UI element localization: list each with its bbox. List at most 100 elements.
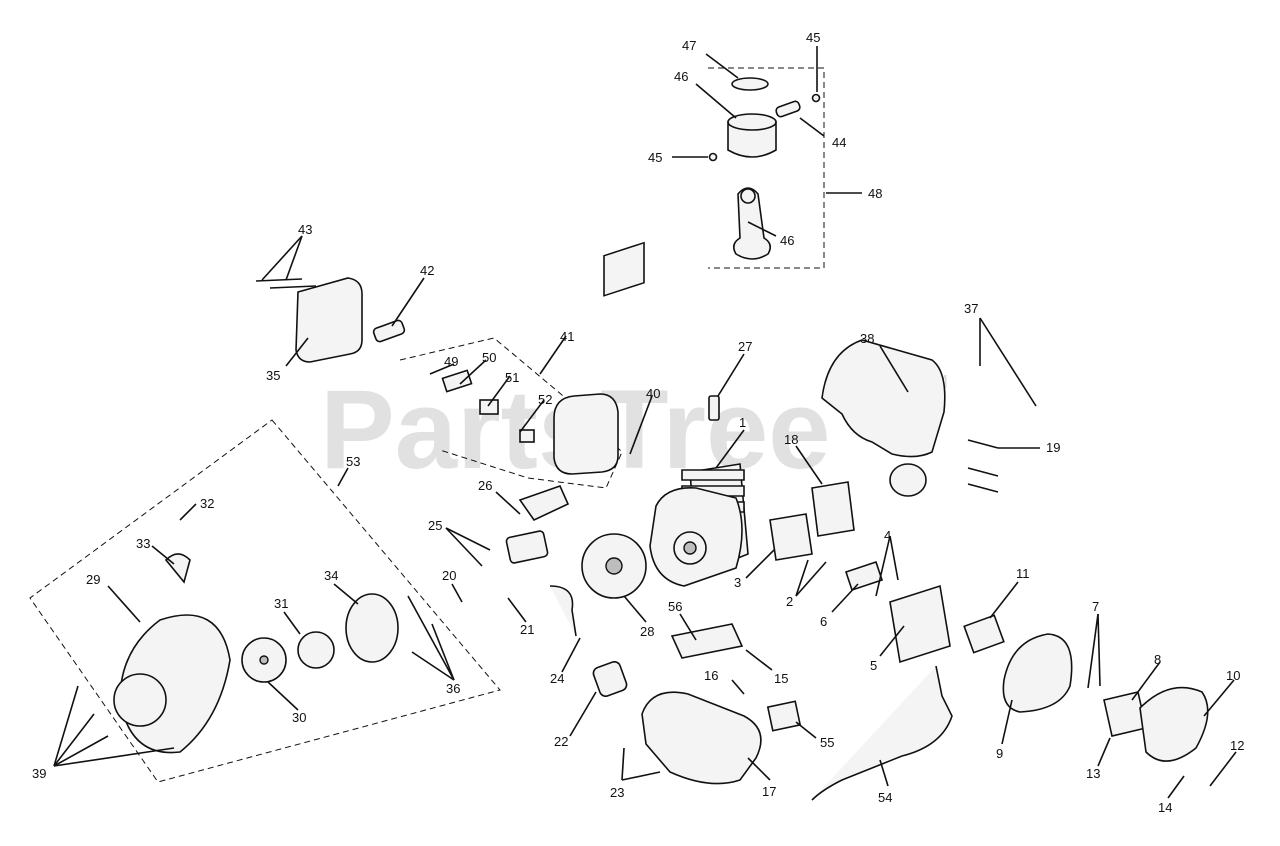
callout-5: 5	[870, 658, 877, 673]
leader-7b	[1097, 613, 1101, 687]
callout-41: 41	[560, 329, 574, 344]
leader-57	[679, 613, 697, 641]
leader-50	[429, 363, 455, 375]
leader-5	[879, 625, 905, 657]
leader-28	[623, 595, 647, 623]
callout-18: 18	[784, 432, 798, 447]
callout-37: 37	[964, 301, 978, 316]
leader-22	[569, 691, 597, 737]
piston-top	[727, 113, 777, 131]
callout-9: 9	[996, 746, 1003, 761]
pin-retainer-upper	[811, 93, 821, 103]
leader-23b	[621, 771, 661, 781]
fuel-filter	[592, 661, 628, 697]
leader-4a	[875, 535, 891, 597]
callout-1: 1	[739, 415, 746, 430]
leader-24	[561, 637, 581, 673]
callout-32: 32	[200, 496, 214, 511]
callout-43: 43	[298, 222, 312, 237]
callout-40: 40	[646, 386, 660, 401]
callout-34: 34	[324, 568, 338, 583]
flywheel-center	[605, 557, 623, 575]
filter-bracket	[441, 369, 473, 393]
piston-pin	[775, 100, 801, 118]
carb-plate	[889, 584, 951, 664]
fuel-line	[549, 585, 577, 637]
leader-2a	[795, 559, 809, 597]
leader-36a	[407, 595, 455, 681]
callout-28: 28	[640, 624, 654, 639]
callout-30: 30	[292, 710, 306, 725]
leader-31	[283, 611, 301, 635]
callout-49: 48	[868, 186, 882, 201]
leader-40	[629, 395, 653, 455]
starter-spring	[297, 631, 335, 669]
leader-4b	[889, 535, 899, 581]
leader-39b	[53, 713, 95, 767]
muffler-air-filter	[255, 241, 645, 475]
tank-bracket	[766, 700, 802, 732]
callout-7: 7	[1092, 599, 1099, 614]
callout-14: 14	[1158, 800, 1172, 815]
leader-3	[745, 549, 775, 579]
callout-45-upper: 45	[806, 30, 820, 45]
leader-33	[151, 545, 175, 565]
leader-53	[519, 399, 545, 433]
callout-57: 56	[668, 599, 682, 614]
leader-8	[1131, 661, 1161, 701]
muffler-bolt-2	[269, 285, 317, 289]
callout-16: 16	[704, 668, 718, 683]
leader-2b	[795, 561, 827, 597]
leader-16	[731, 679, 745, 695]
air-filter-element	[603, 241, 645, 297]
leader-20	[451, 583, 463, 603]
leader-26	[495, 491, 521, 515]
callout-54: 53	[346, 454, 360, 469]
leader-39d	[53, 747, 175, 767]
starter-housing-hub	[113, 673, 167, 727]
callout-12: 12	[1230, 738, 1244, 753]
leader-36b	[431, 623, 455, 681]
leader-13	[1097, 737, 1111, 767]
recoil-starter-group	[113, 485, 570, 754]
starter-gasket	[345, 593, 399, 663]
callout-46: 46	[780, 233, 794, 248]
throttle-trigger	[518, 485, 570, 522]
piston-group-outline	[708, 67, 825, 269]
tank-gasket	[670, 623, 744, 659]
leader-41	[539, 335, 567, 375]
air-filter-pad	[1103, 691, 1147, 737]
leader-51	[459, 359, 487, 385]
engine-housing	[821, 339, 946, 458]
leader-39a	[53, 685, 79, 767]
leader-15	[745, 649, 773, 671]
leader-25a	[445, 527, 491, 551]
leader-21	[507, 597, 527, 623]
piston-ring	[731, 77, 769, 91]
leader-54	[337, 467, 349, 487]
filter-insert	[479, 399, 499, 415]
callout-45-lower: 45	[648, 150, 662, 165]
leader-43b	[285, 235, 303, 281]
fuel-tank-group	[549, 585, 802, 785]
callout-2: 2	[786, 594, 793, 609]
ignition-module	[505, 530, 549, 564]
leader-38	[879, 345, 909, 393]
leader-14	[1167, 775, 1185, 799]
cover-screw-1	[967, 439, 999, 449]
callout-31: 31	[274, 596, 288, 611]
air-box	[1002, 633, 1073, 713]
leader-46	[747, 221, 777, 237]
leader-30	[267, 681, 299, 711]
group-outlines	[29, 67, 825, 783]
gasket	[811, 481, 855, 537]
callout-47: 46	[674, 69, 688, 84]
cover-screw-2	[967, 467, 999, 477]
callout-55: 54	[878, 790, 892, 805]
carburetor	[963, 614, 1005, 654]
leader-35	[285, 337, 309, 367]
throttle-cable	[811, 665, 953, 801]
leader-42	[391, 277, 425, 327]
callout-20: 20	[442, 568, 456, 583]
leader-36c	[411, 651, 455, 681]
